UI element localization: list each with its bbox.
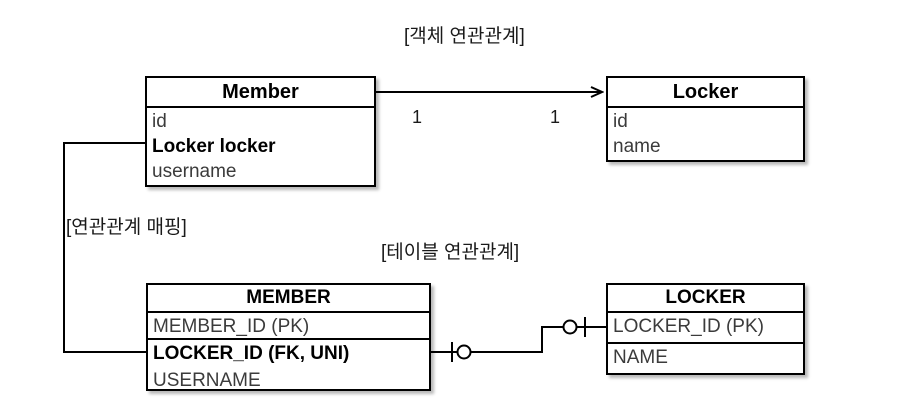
table-box-member[interactable]: MEMBER MEMBER_ID (PK) LOCKER_ID (FK, UNI… xyxy=(146,283,431,391)
table-member-field-username: USERNAME xyxy=(153,370,261,391)
table-locker-header: LOCKER xyxy=(665,287,746,308)
multiplicity-source: 1 xyxy=(412,107,423,127)
table-member-columns: LOCKER_ID (FK, UNI) USERNAME xyxy=(148,338,429,391)
table-member-field-locker-id: LOCKER_ID (FK, UNI) xyxy=(153,343,350,364)
caption-table-relation: [테이블 연관관계] xyxy=(381,242,520,263)
table-locker-keys: LOCKER_ID (PK) xyxy=(608,311,803,342)
table-locker-field-locker-id: LOCKER_ID (PK) xyxy=(613,316,764,337)
entity-member-fields: id Locker locker username xyxy=(147,106,374,187)
left-zero-or-one-circle xyxy=(456,344,472,360)
entity-member-field-username: username xyxy=(152,161,237,182)
table-member-field-member-id: MEMBER_ID (PK) xyxy=(153,316,310,337)
caption-association-mapping: [연관관계 매핑] xyxy=(66,217,187,238)
entity-box-member[interactable]: Member id Locker locker username xyxy=(145,76,376,187)
entity-locker-field-name: name xyxy=(613,136,661,157)
entity-locker-fields: id name xyxy=(608,106,803,162)
multiplicity-target: 1 xyxy=(550,107,561,127)
table-member-keys: MEMBER_ID (PK) xyxy=(148,311,429,338)
caption-object-relation: [객체 연관관계] xyxy=(404,26,525,47)
entity-locker-field-id: id xyxy=(613,111,628,132)
table-locker-field-name: NAME xyxy=(613,347,668,368)
right-zero-or-one-circle xyxy=(562,319,578,335)
entity-member-field-id: id xyxy=(152,111,167,132)
entity-locker-header: Locker xyxy=(672,81,739,103)
entity-member-field-locker: Locker locker xyxy=(152,136,276,157)
table-relationship-connector xyxy=(431,317,606,362)
entity-box-locker[interactable]: Locker id name xyxy=(606,76,805,162)
table-box-locker[interactable]: LOCKER LOCKER_ID (PK) NAME xyxy=(606,283,805,375)
table-member-header: MEMBER xyxy=(246,287,331,308)
entity-member-header: Member xyxy=(222,81,299,103)
table-locker-columns: NAME xyxy=(608,342,803,373)
